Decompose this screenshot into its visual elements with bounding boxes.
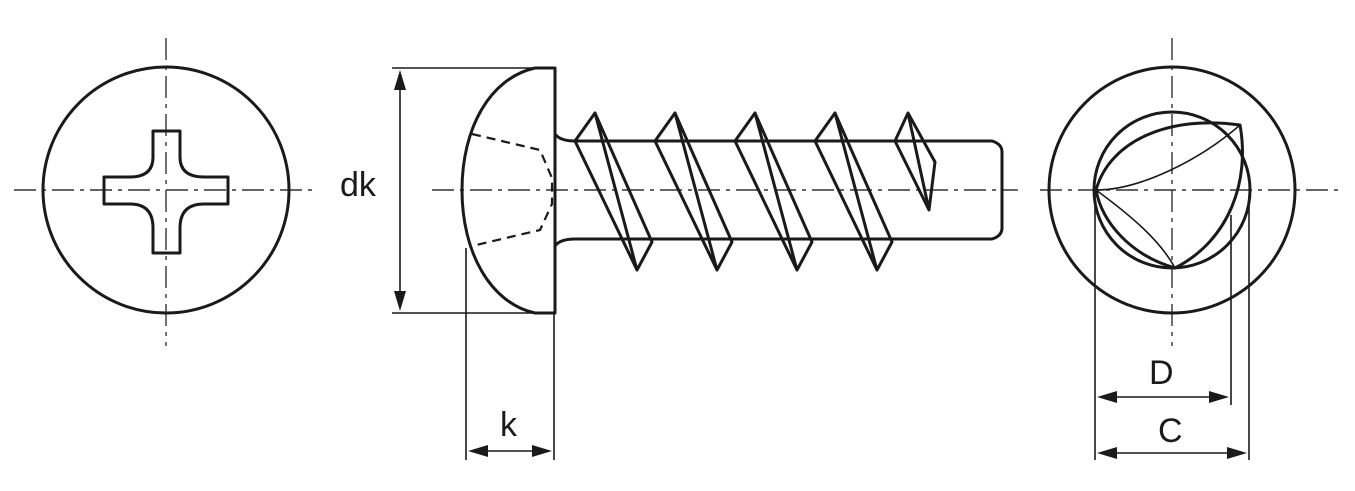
thread-flight-5-partial bbox=[893, 111, 937, 212]
screw-tip bbox=[933, 139, 1004, 241]
D-label: D bbox=[1149, 354, 1174, 392]
k-label: k bbox=[500, 406, 518, 444]
dimension-C: C bbox=[1097, 195, 1250, 460]
end-view bbox=[1040, 38, 1340, 346]
thread-flight-2 bbox=[653, 111, 734, 272]
thread-flight-3 bbox=[733, 111, 814, 272]
D-arrow-right bbox=[1209, 391, 1229, 403]
D-arrow-left bbox=[1097, 391, 1117, 403]
thread-flight-4 bbox=[813, 111, 894, 272]
head-outline-circle bbox=[41, 65, 291, 315]
screw-neck bbox=[553, 132, 577, 248]
C-label: C bbox=[1158, 412, 1183, 450]
screw-side-view bbox=[432, 66, 1018, 315]
dimension-D: D bbox=[1094, 195, 1232, 460]
k-arrow-left bbox=[468, 445, 488, 457]
thread-flights bbox=[573, 111, 937, 272]
dimension-k: k bbox=[465, 248, 555, 460]
dimension-dk: dk bbox=[340, 67, 555, 314]
k-arrow-right bbox=[532, 445, 552, 457]
trilobular-inner-curve bbox=[1095, 124, 1241, 269]
C-arrow-left bbox=[1097, 447, 1117, 459]
recess-hidden-lines bbox=[471, 132, 554, 248]
dk-arrow-bottom bbox=[394, 291, 406, 311]
phillips-cross-recess bbox=[102, 129, 230, 255]
C-arrow-right bbox=[1227, 447, 1247, 459]
thread-flight-1 bbox=[573, 111, 654, 272]
head-top-view bbox=[14, 38, 318, 346]
trilobular-profile bbox=[1094, 121, 1244, 270]
end-view-outer-circle bbox=[1047, 65, 1297, 315]
dk-arrow-top bbox=[394, 70, 406, 90]
screw-head-profile bbox=[460, 66, 557, 315]
dk-label: dk bbox=[340, 166, 377, 204]
